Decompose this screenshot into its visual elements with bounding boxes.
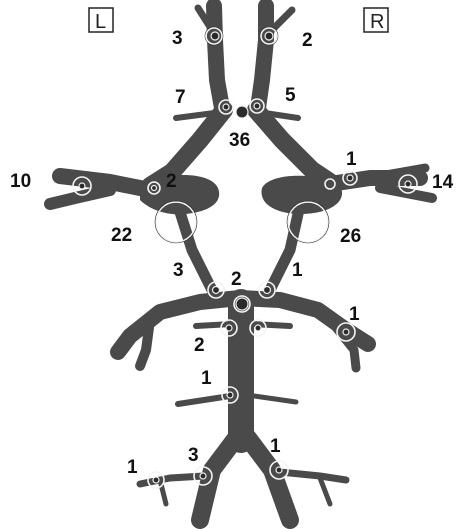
right-upper-artery xyxy=(258,6,266,108)
count-label: 7 xyxy=(175,87,186,108)
count-label: 2 xyxy=(302,30,313,51)
count-label: 1 xyxy=(270,436,281,457)
count-label: 3 xyxy=(188,445,199,466)
count-label: 1 xyxy=(346,149,357,170)
count-label: 26 xyxy=(340,226,361,247)
left-a1-segment xyxy=(150,110,224,186)
count-label: 22 xyxy=(111,225,132,246)
right-side-label: R xyxy=(370,11,384,33)
vessel-tree xyxy=(50,6,432,520)
left-side-marker: L xyxy=(89,8,113,33)
count-label: 3 xyxy=(172,28,183,49)
left-upper-artery xyxy=(214,6,222,108)
count-label: 2 xyxy=(194,335,205,356)
left-mca-lower xyxy=(50,190,110,204)
site-marker xyxy=(236,106,248,118)
count-label: 14 xyxy=(432,172,454,193)
count-label: 10 xyxy=(10,171,31,192)
count-label: 2 xyxy=(166,171,177,192)
right-vertebral xyxy=(248,438,290,520)
count-label: 3 xyxy=(173,260,184,281)
right-side-marker: R xyxy=(364,8,388,33)
right-aica xyxy=(254,396,296,402)
left-side-label: L xyxy=(95,11,106,33)
right-pica xyxy=(280,472,346,480)
count-label: 5 xyxy=(285,85,296,106)
count-label: 1 xyxy=(349,304,360,325)
count-label: 2 xyxy=(231,269,242,290)
count-label: 1 xyxy=(201,368,212,389)
count-label: 36 xyxy=(229,130,250,151)
site-marker xyxy=(234,296,250,312)
count-label: 1 xyxy=(292,260,303,281)
right-pica-drop xyxy=(320,478,330,504)
right-a1-segment xyxy=(256,110,330,182)
count-label: 1 xyxy=(127,457,138,478)
